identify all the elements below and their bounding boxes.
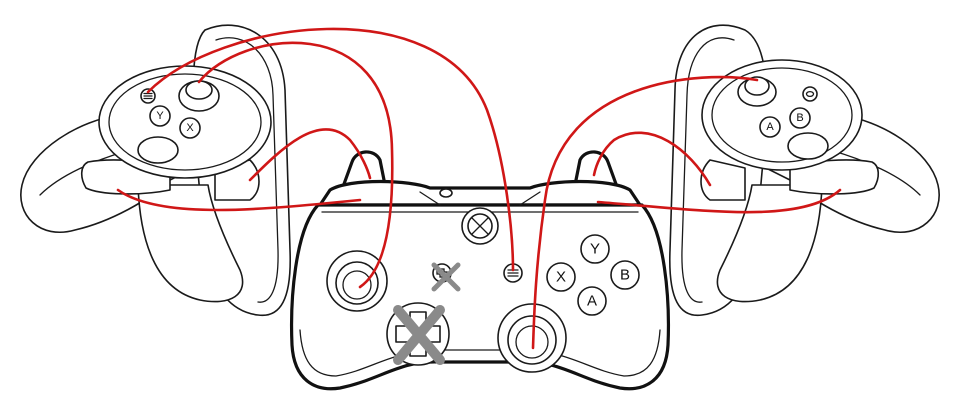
right-thumb-rest bbox=[788, 133, 828, 159]
gamepad-button-x-label: X bbox=[556, 269, 566, 286]
left-touch-button-y-label: Y bbox=[156, 110, 164, 122]
gamepad-left-stick bbox=[327, 251, 387, 311]
right-touch-button-b-label: B bbox=[796, 112, 803, 124]
gamepad-top-shell bbox=[320, 182, 640, 206]
left-thumbstick bbox=[179, 81, 219, 111]
left-touch-button-x-label: X bbox=[186, 122, 194, 134]
gamepad-right-stick bbox=[498, 304, 566, 372]
gamepad-pairing-button bbox=[440, 189, 452, 197]
left-touch-controller: Y X bbox=[21, 25, 290, 315]
gamepad-button-a-label: A bbox=[587, 293, 597, 310]
gamepad-button-y-label: Y bbox=[590, 241, 600, 258]
right-thumbstick bbox=[738, 77, 776, 106]
gamepad-button-b-label: B bbox=[620, 267, 630, 284]
left-thumb-rest bbox=[138, 137, 178, 163]
gamepad-xbox-logo-icon bbox=[462, 208, 498, 244]
right-touch-controller: B A bbox=[670, 25, 939, 315]
gamepad: Y X B A bbox=[292, 152, 669, 389]
right-touch-button-a-label: A bbox=[766, 121, 774, 133]
right-oculus-icon bbox=[803, 87, 817, 101]
